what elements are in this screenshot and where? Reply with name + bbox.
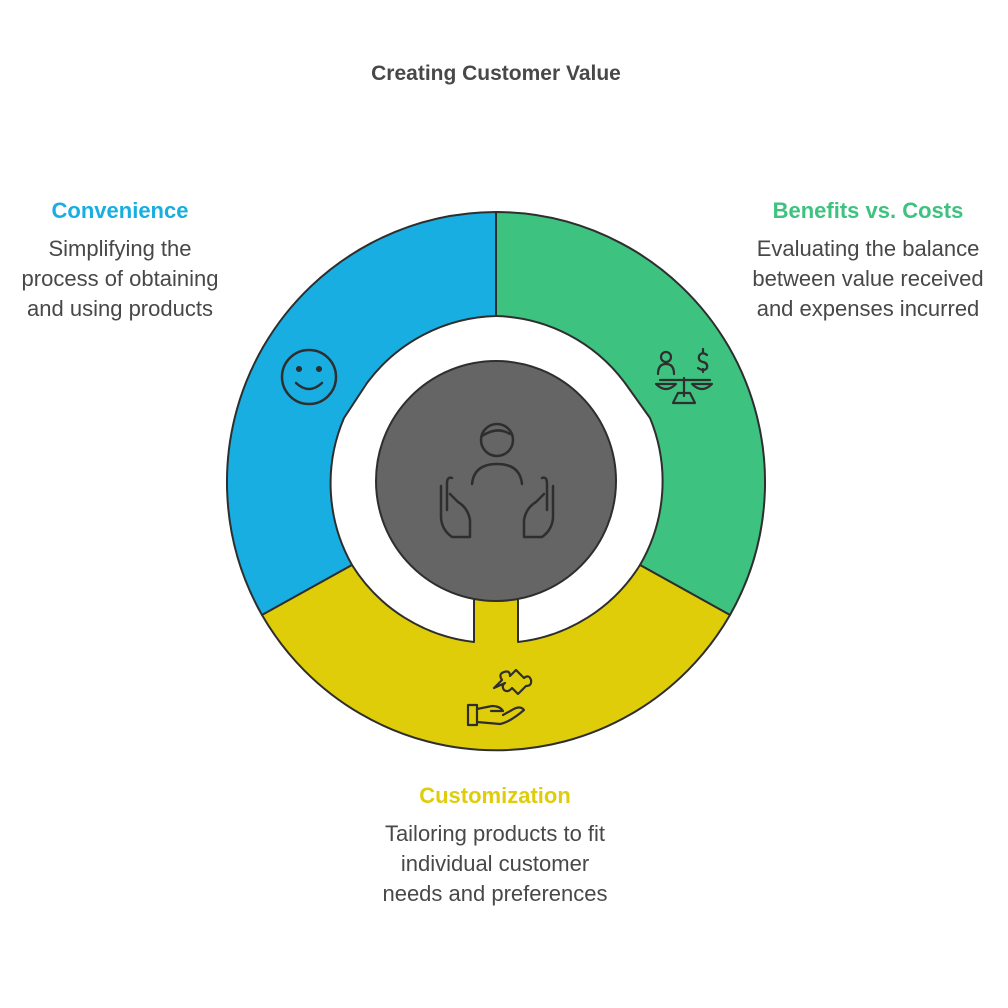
benefits-heading: Benefits vs. Costs: [772, 198, 964, 223]
smiley-face-icon: [280, 348, 338, 406]
center-circle: [375, 360, 617, 602]
person-in-hands-icon: [439, 422, 555, 539]
page-title: Creating Customer Value: [371, 62, 621, 85]
segment-customization: [261, 564, 731, 752]
segment-benefits: [495, 211, 766, 616]
customization-description: Tailoring products to fit individual cus…: [382, 821, 608, 906]
convenience-heading: Convenience: [51, 198, 189, 223]
convenience-description: Simplifying the process of obtaining and…: [21, 236, 219, 321]
balance-scale-dollar-icon: [654, 347, 714, 405]
segment-convenience: [226, 211, 497, 616]
benefits-block: Benefits vs. Costs Evaluating the balanc…: [750, 198, 986, 324]
convenience-block: Convenience Simplifying the process of o…: [20, 198, 220, 324]
benefits-description: Evaluating the balance between value rec…: [752, 236, 984, 321]
puzzle-hand-icon: [466, 668, 533, 727]
customization-heading: Customization: [419, 783, 571, 808]
customization-block: Customization Tailoring products to fit …: [370, 783, 620, 909]
